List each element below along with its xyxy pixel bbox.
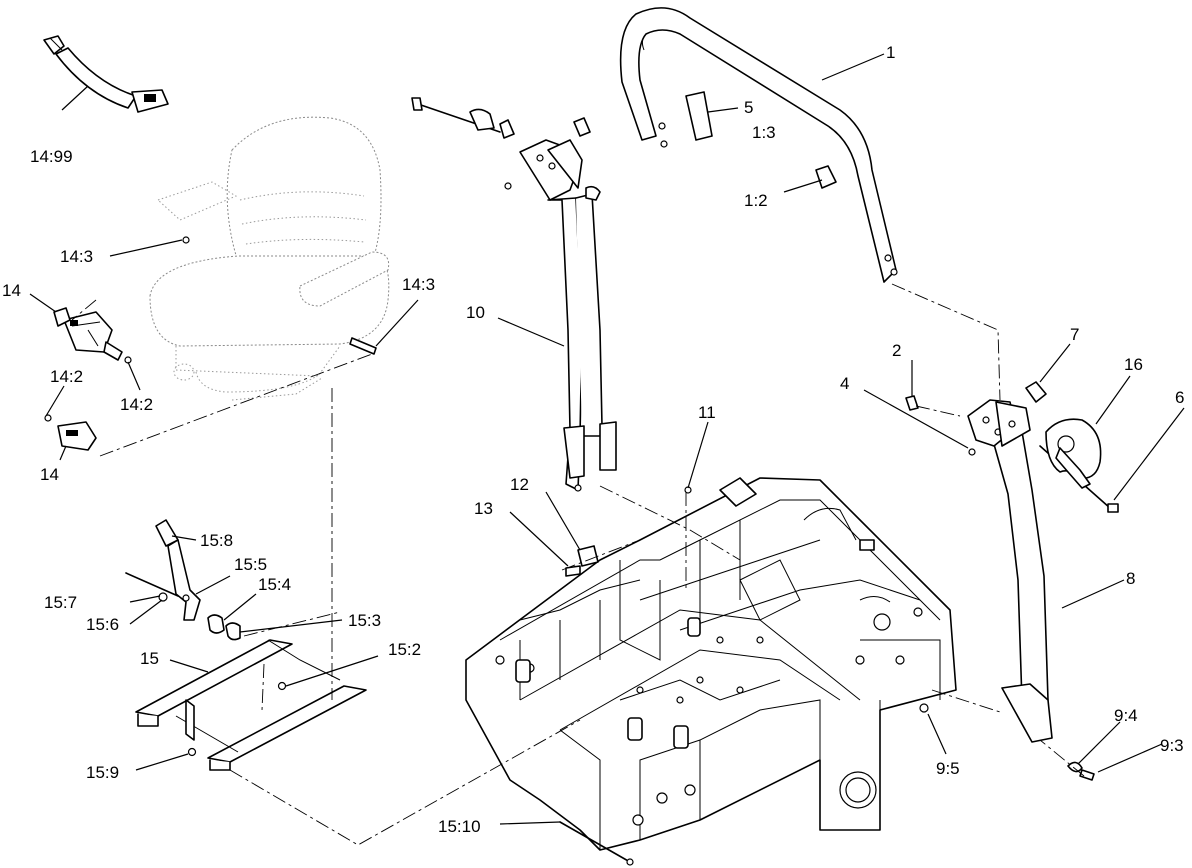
seat-slide-frame [135, 639, 367, 771]
callout-5: 5 [744, 98, 753, 117]
leader-lines [29, 53, 1185, 825]
callout-14-lower: 14 [40, 465, 59, 484]
callout-2: 2 [892, 341, 901, 360]
callout-15-7: 15:7 [44, 593, 77, 612]
callout-14-upper: 14 [2, 281, 21, 300]
callout-7: 7 [1070, 325, 1079, 344]
bolt-13 [565, 565, 581, 577]
callout-15-4: 15:4 [258, 575, 291, 594]
bolt-14-3-left [182, 236, 190, 244]
callout-14-3-right: 14:3 [402, 275, 435, 294]
callout-15-5: 15:5 [234, 555, 267, 574]
callout-14-2-right: 14:2 [120, 395, 153, 414]
callout-14-2-left: 14:2 [50, 367, 83, 386]
callout-15-9: 15:9 [86, 763, 119, 782]
callout-1-3: 1:3 [752, 123, 776, 142]
slide-lever [125, 519, 241, 641]
callout-4: 4 [840, 374, 849, 393]
callout-15-6: 15:6 [86, 615, 119, 634]
roll-bar-hoop [619, 7, 898, 283]
pivot-latch [1045, 418, 1102, 489]
callout-15-3: 15:3 [348, 611, 381, 630]
chassis-frame [465, 477, 957, 851]
seat-belt-buckle-lower [44, 414, 97, 451]
callout-15-2: 15:2 [388, 640, 421, 659]
spacer-12 [577, 545, 599, 567]
callout-9-5: 9:5 [936, 759, 960, 778]
callout-15-8: 15:8 [200, 531, 233, 550]
pin-15-10 [559, 821, 631, 863]
callout-9-4: 9:4 [1114, 706, 1138, 725]
callout-1-2: 1:2 [744, 191, 768, 210]
callout-6: 6 [1175, 388, 1184, 407]
assembly-lines [71, 283, 1085, 846]
callout-9-3: 9:3 [1160, 736, 1184, 755]
bolt-14-3-right [349, 337, 377, 355]
seat-belt-buckle-upper [53, 307, 132, 364]
callout-14-3-left: 14:3 [60, 247, 93, 266]
callout-15: 15 [140, 649, 159, 668]
callout-14-99: 14:99 [30, 147, 73, 166]
callout-12: 12 [510, 475, 529, 494]
washer-9-4 [1067, 761, 1083, 773]
callout-1: 1 [886, 43, 895, 62]
callout-11: 11 [698, 403, 716, 422]
bolt-9-3 [1079, 769, 1095, 781]
callout-15-10: 15:10 [438, 817, 481, 836]
callout-10: 10 [466, 303, 485, 322]
callout-8: 8 [1126, 569, 1135, 588]
seat [149, 116, 390, 401]
callout-13: 13 [474, 499, 493, 518]
left-roll-bar-upright [411, 97, 617, 492]
seat-belt-strap [43, 35, 169, 113]
callout-16: 16 [1124, 355, 1143, 374]
nut-9-5 [919, 703, 929, 713]
callout-labels: 1 5 1:3 1:2 7 2 16 4 6 8 9:4 9:3 9:5 10 … [2, 43, 1184, 836]
